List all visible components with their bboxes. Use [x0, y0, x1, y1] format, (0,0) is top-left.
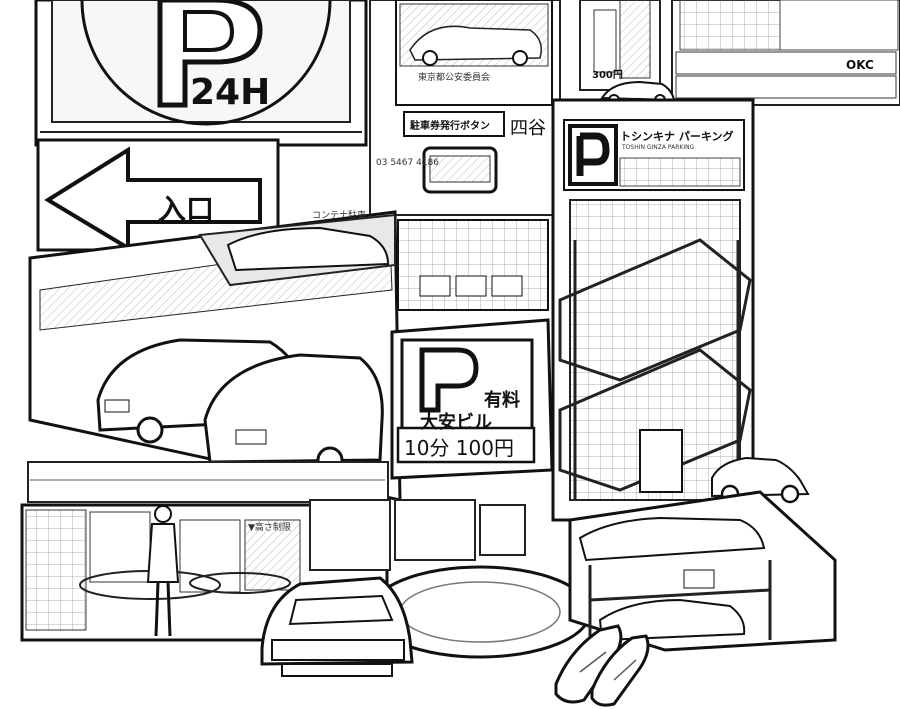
toshin-name: トシンキナ パーキング	[620, 130, 734, 143]
standing-person	[146, 505, 180, 637]
center-building: 大安ビル	[420, 412, 492, 433]
price-300: 300円	[592, 70, 623, 81]
ticket-button-label: 駐車券発行ボタン	[410, 121, 490, 132]
turntable	[309, 499, 592, 659]
toshin-tower	[551, 98, 755, 522]
temp-machine-label: コンテナ駐車	[312, 211, 367, 221]
sign-24h-label: 24H	[190, 72, 271, 113]
car-lift-photo	[397, 219, 549, 311]
sports-car	[711, 456, 810, 504]
center-rate: 10分 100円	[404, 436, 514, 460]
lift-parking-unit	[568, 490, 837, 652]
height-limit: ▼高さ制限	[248, 523, 291, 533]
phone-label: 03 5467 4186	[376, 158, 439, 168]
sneakers	[554, 624, 650, 707]
entrance-label: 入口	[158, 193, 215, 226]
panel-station: 東京都公安委員会	[418, 73, 491, 83]
center-p-sign	[390, 318, 554, 480]
yotsuya-label: 四谷	[510, 118, 546, 139]
sign-24h-panel	[34, 0, 368, 147]
poster-strip	[369, 0, 900, 216]
center-fee-word: 有料	[484, 390, 520, 411]
toshin-roman: TOSHIN GINZA PARKING	[622, 144, 695, 151]
garage-photo	[28, 210, 402, 502]
sedan-front	[260, 576, 414, 677]
okc-label: OKC	[846, 58, 874, 72]
